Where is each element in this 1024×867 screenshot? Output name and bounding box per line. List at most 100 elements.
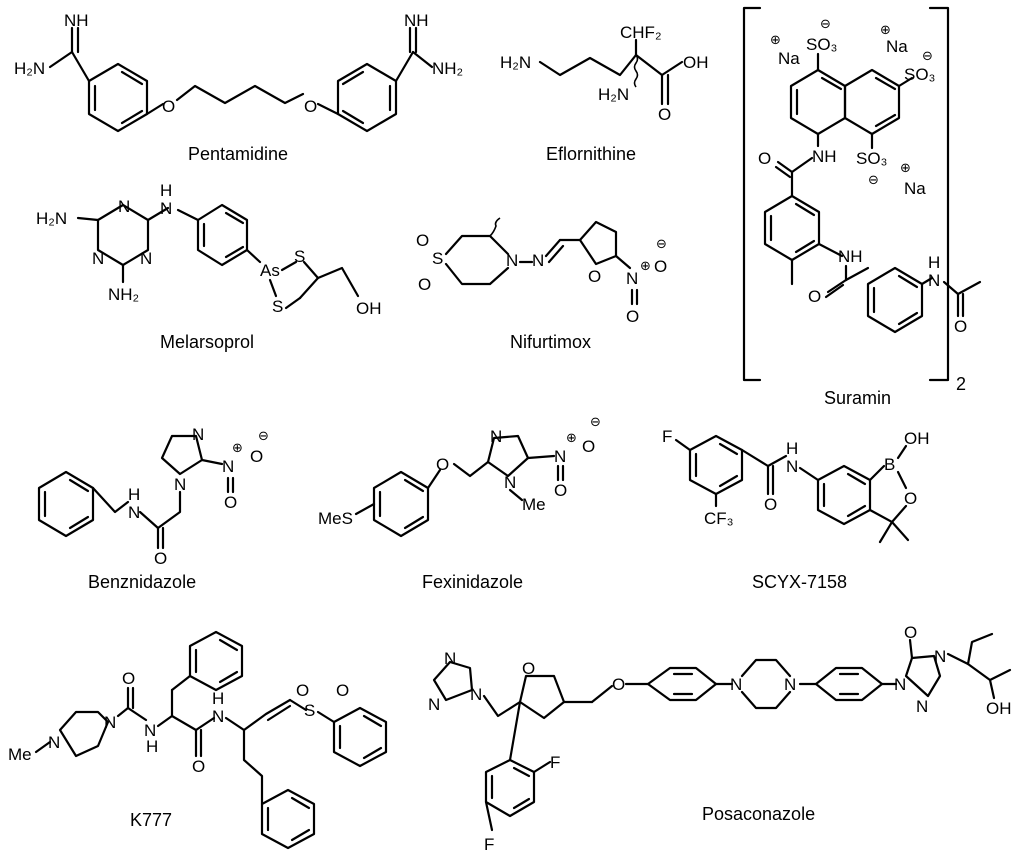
arsenic-label: As [260,261,280,280]
methyl-label: Me [8,745,32,764]
nitro-n-label: N [554,447,566,466]
amine-h2n-label: H₂N [14,59,45,78]
suramin-multiplier: 2 [956,374,966,394]
sulfone-s-label: S [304,701,315,720]
carbonyl-o-label: O [154,549,167,568]
minus-charge: ⊖ [656,236,667,251]
fexinidazole-label: Fexinidazole [422,572,523,592]
amide-o-label: O [192,757,205,776]
nifurtimox-label: Nifurtimox [510,332,591,352]
plus-charge-3: ⊕ [900,160,911,175]
sulfone-o-label-2: O [336,681,349,700]
imidazole-n-label: N [174,475,186,494]
plus-charge: ⊕ [640,258,651,273]
amide-n-label: N [128,503,140,522]
n-methyl-label: Me [522,495,546,514]
minus-charge-2: ⊖ [922,48,933,63]
fluoro-label: F [662,427,672,446]
minus-charge: ⊖ [258,428,269,443]
amine-h2n-label: H₂N [500,53,531,72]
fluoro-label: F [550,753,560,772]
piperazine-n-label: N [730,675,742,694]
triazolone-n-label-3: N [916,697,928,716]
plus-charge: ⊕ [566,430,577,445]
triazolone-n-label-2: N [934,647,946,666]
amide-h-label: H [928,253,940,272]
melarsoprol-label: Melarsoprol [160,332,254,352]
amine-h2n-label-2: H₂N [598,85,629,104]
triazine-n-label-3: N [140,249,152,268]
amide-h-label: H [128,485,140,504]
fexinidazole-structure: MeS O N N Me N ⊕ O ⊖ O Fexinidazole [318,414,601,592]
urea-nh-label: N [144,721,156,740]
hydroxyl-oh-label: OH [986,699,1012,718]
nitro-o-label: O [654,257,667,276]
triazine-n-label-2: N [92,249,104,268]
urea-o-label: O [122,669,135,688]
ether-o-label: O [612,675,625,694]
amine-h-label: H [160,181,172,200]
furan-o-label: O [588,267,601,286]
carbonyl-o-label: O [658,105,671,124]
triazolone-o-label: O [904,623,917,642]
amide-h-label: H [786,439,798,458]
amide-nh-label: NH [812,147,837,166]
minus-charge: ⊖ [820,16,831,31]
amide-n-label: N [212,707,224,726]
piperazine-n-label-2: N [104,713,116,732]
benznidazole-structure: H N O N N N ⊕ O ⊖ O Benznidazole [37,425,269,592]
sodium-label-2: Na [886,37,908,56]
sulfonate-label-3: SO₃ [856,149,888,168]
nitro-o-label-2: O [626,307,639,326]
amine-nh2-label: NH₂ [108,285,139,304]
pentamidine-label: Pentamidine [188,144,288,164]
imidazole-n-label-2: N [504,473,516,492]
ether-o-label-2: O [304,97,317,116]
fluoro-label-2: F [484,835,494,854]
amine-n-label: N [160,199,172,218]
hydroxyl-oh-label: OH [356,299,382,318]
nitro-n-label: N [222,457,234,476]
ether-o-label: O [436,455,449,474]
imine-nh-label: NH [64,11,89,30]
nifurtimox-structure: S O O N N O N ⊕ O ⊖ O Nifurtimox [416,217,667,352]
ring-n-label: N [506,251,518,270]
posaconazole-structure: N N N O O F F N N N [428,623,1012,854]
k777-structure: Me N N O N H O H N S O O [8,630,388,850]
plus-charge: ⊕ [232,440,243,455]
sulfone-s-label: S [432,249,443,268]
minus-charge-3: ⊖ [868,172,879,187]
carbonyl-o-label-2: O [808,287,821,306]
hydroxyl-oh-label: OH [904,429,930,448]
cf3-label: CF₃ [704,509,734,528]
imidazole-n-label: N [490,427,502,446]
ether-o-label: O [162,97,175,116]
imidazole-n-label-2: N [192,425,204,444]
methylthio-label: MeS [318,509,353,528]
eflornithine-structure: H₂N CHF₂ H₂N OH O Eflornithine [500,23,709,164]
nitro-o-label: O [582,437,595,456]
urea-h-label: H [146,737,158,756]
boron-label: B [884,455,895,474]
nitro-o-label-2: O [224,493,237,512]
imine-n-label: N [532,251,544,270]
carbonyl-o-label: O [758,149,771,168]
sulfur-label: S [294,247,305,266]
suramin-label: Suramin [824,388,891,408]
amide-h-label: H [212,689,224,708]
thf-o-label: O [522,659,535,678]
amine-nh2-label: NH₂ [432,59,463,78]
triazole-n-label-2: N [428,695,440,714]
amine-h2n-label: H₂N [36,209,67,228]
triazolone-n-label: N [894,675,906,694]
benznidazole-label: Benznidazole [88,572,196,592]
sodium-label-3: Na [904,179,926,198]
nitro-n-label: N [626,269,638,288]
carbonyl-o-label: O [764,495,777,514]
chf2-label: CHF₂ [620,23,662,42]
wavy-bond [633,54,639,88]
triazole-n-label-3: N [470,685,482,704]
hydroxyl-oh-label: OH [683,53,709,72]
